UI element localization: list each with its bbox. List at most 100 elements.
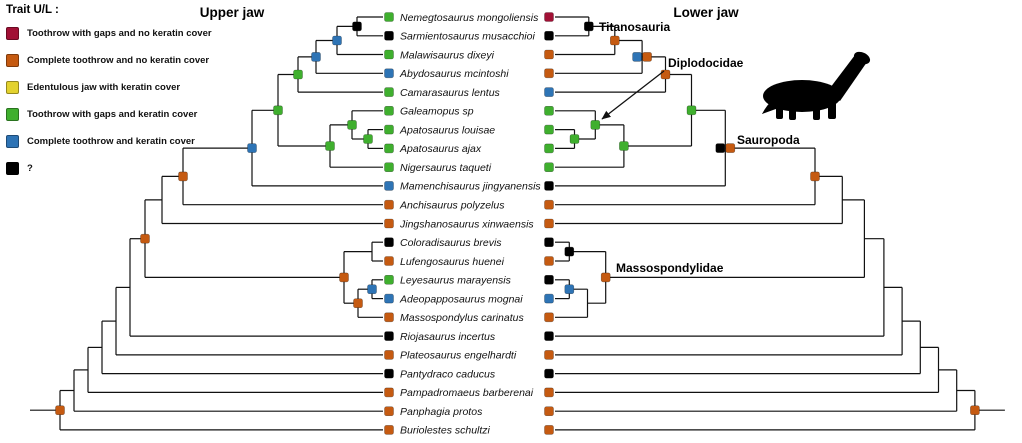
tip-trait-marker-complete_keratin [384, 68, 394, 79]
tip-trait-marker-gaps_no_keratin [544, 12, 554, 22]
lower-tree-node-markers [544, 12, 980, 435]
sauropod-leg [813, 106, 820, 120]
legend-item-label: Toothrow with gaps and no keratin cover [27, 28, 212, 39]
node-trait-marker-complete_no_keratin [140, 233, 150, 244]
node-trait-marker-gaps_keratin [347, 120, 357, 130]
tip-trait-marker-complete_no_keratin [384, 350, 394, 360]
node-trait-marker-gaps_keratin [619, 141, 629, 151]
lower-jaw-tree [544, 12, 1005, 435]
legend-swatch-complete_no_keratin [6, 54, 19, 67]
legend-swatch-gaps_keratin [6, 108, 19, 121]
node-trait-marker-unknown [564, 246, 575, 257]
tip-trait-marker-complete_no_keratin [544, 406, 554, 417]
node-trait-marker-complete_keratin [632, 52, 642, 62]
taxon-name: Massospondylus carinatus [400, 312, 524, 324]
tip-trait-marker-complete_no_keratin [544, 68, 554, 79]
tip-trait-marker-gaps_keratin [384, 143, 394, 154]
tip-trait-marker-gaps_keratin [384, 49, 394, 60]
taxon-name: Coloradisaurus brevis [400, 237, 502, 249]
tip-trait-marker-unknown [384, 237, 394, 247]
upper-jaw-tree [30, 12, 394, 435]
node-trait-marker-gaps_keratin [325, 141, 335, 151]
node-trait-marker-unknown [583, 21, 594, 32]
node-trait-marker-complete_no_keratin [660, 69, 671, 80]
sauropod-neck [827, 55, 867, 101]
tip-trait-marker-complete_no_keratin [544, 387, 554, 398]
tip-trait-marker-unknown [544, 237, 554, 247]
node-trait-marker-complete_no_keratin [55, 405, 65, 416]
node-trait-marker-complete_keratin [311, 52, 321, 62]
legend-item-complete_no_keratin: Complete toothrow and no keratin cover [6, 47, 221, 74]
tip-trait-marker-gaps_keratin [384, 162, 394, 172]
tip-trait-marker-unknown [544, 181, 554, 191]
upper-tree-node-markers [55, 12, 394, 435]
legend-swatch-edentulous_keratin [6, 81, 19, 94]
legend-item-gaps_keratin: Toothrow with gaps and keratin cover [6, 101, 221, 128]
tip-trait-marker-gaps_keratin [544, 124, 554, 135]
tip-trait-marker-complete_no_keratin [544, 312, 554, 323]
node-trait-marker-unknown [715, 143, 726, 153]
taxon-name: Adeopapposaurus mognai [399, 293, 523, 305]
tip-trait-marker-gaps_keratin [384, 106, 394, 116]
node-trait-marker-gaps_keratin [273, 105, 283, 116]
tip-trait-marker-complete_no_keratin [384, 199, 394, 210]
tip-trait-marker-complete_no_keratin [544, 218, 554, 229]
taxon-name: Lufengosaurus huenei [400, 256, 505, 268]
tip-trait-marker-gaps_keratin [384, 274, 394, 285]
lower-jaw-header: Lower jaw [673, 5, 739, 20]
node-trait-marker-gaps_keratin [569, 134, 580, 144]
taxon-name: Apatosaurus ajax [399, 143, 482, 155]
sauropod-head [853, 51, 871, 65]
tip-trait-marker-complete_no_keratin [384, 387, 394, 398]
legend-item-edentulous_keratin: Edentulous jaw with keratin cover [6, 74, 221, 101]
tip-trait-marker-unknown [544, 274, 554, 285]
tip-trait-marker-gaps_keratin [544, 162, 554, 172]
taxon-name: Pantydraco caducus [400, 368, 496, 380]
taxon-name: Anchisaurus polyzelus [399, 200, 505, 212]
tip-trait-marker-complete_keratin [544, 293, 554, 304]
tip-trait-marker-complete_no_keratin [544, 350, 554, 360]
taxon-name: Jingshanosaurus xinwaensis [399, 218, 534, 230]
node-trait-marker-complete_no_keratin [178, 171, 188, 182]
tip-trait-marker-unknown [384, 331, 394, 341]
node-trait-marker-complete_no_keratin [725, 143, 736, 153]
sauropod-leg [776, 103, 783, 119]
taxon-name: Camarasaurus lentus [400, 87, 501, 99]
tip-trait-marker-complete_no_keratin [384, 218, 394, 229]
tip-trait-marker-complete_no_keratin [544, 256, 554, 266]
tip-trait-marker-gaps_keratin [544, 106, 554, 116]
tip-trait-marker-complete_keratin [544, 87, 554, 97]
tip-trait-marker-complete_no_keratin [384, 425, 394, 435]
taxon-name: Riojasaurus incertus [400, 331, 496, 343]
node-trait-marker-complete_no_keratin [600, 272, 611, 283]
tip-trait-marker-unknown [544, 331, 554, 341]
node-trait-marker-complete_keratin [367, 284, 377, 295]
legend-item-complete_keratin: Complete toothrow and keratin cover [6, 128, 221, 155]
tip-trait-marker-complete_no_keratin [544, 425, 554, 435]
node-trait-marker-gaps_keratin [590, 120, 601, 130]
node-trait-marker-gaps_keratin [686, 105, 697, 116]
tip-trait-marker-gaps_keratin [384, 124, 394, 135]
lower-tree-branches [555, 16, 1005, 431]
node-trait-marker-unknown [352, 21, 362, 32]
node-trait-marker-complete_no_keratin [642, 52, 652, 62]
sauropod-leg [789, 106, 796, 120]
node-trait-marker-gaps_keratin [293, 69, 303, 80]
tip-trait-marker-complete_keratin [384, 181, 394, 191]
legend-swatch-unknown [6, 162, 19, 175]
taxon-name: Nemegtosaurus mongoliensis [400, 12, 539, 24]
legend-item-unknown: ? [6, 155, 221, 182]
taxon-name: Pampadromaeus barberenai [400, 387, 534, 399]
tip-trait-marker-unknown [384, 30, 394, 41]
upper-jaw-header: Upper jaw [200, 5, 265, 20]
taxon-name: Plateosaurus engelhardti [400, 350, 517, 362]
tree-layer: Nemegtosaurus mongoliensisSarmientosauru… [30, 12, 1005, 437]
legend-item-label: ? [27, 163, 33, 174]
trait-legend: Trait U/L : Toothrow with gaps and no ke… [6, 2, 221, 182]
legend-swatch-complete_keratin [6, 135, 19, 148]
taxon-name: Nigersaurus taqueti [400, 162, 492, 174]
sauropod-silhouette [762, 51, 871, 120]
legend-item-gaps_no_keratin: Toothrow with gaps and no keratin cover [6, 20, 221, 47]
